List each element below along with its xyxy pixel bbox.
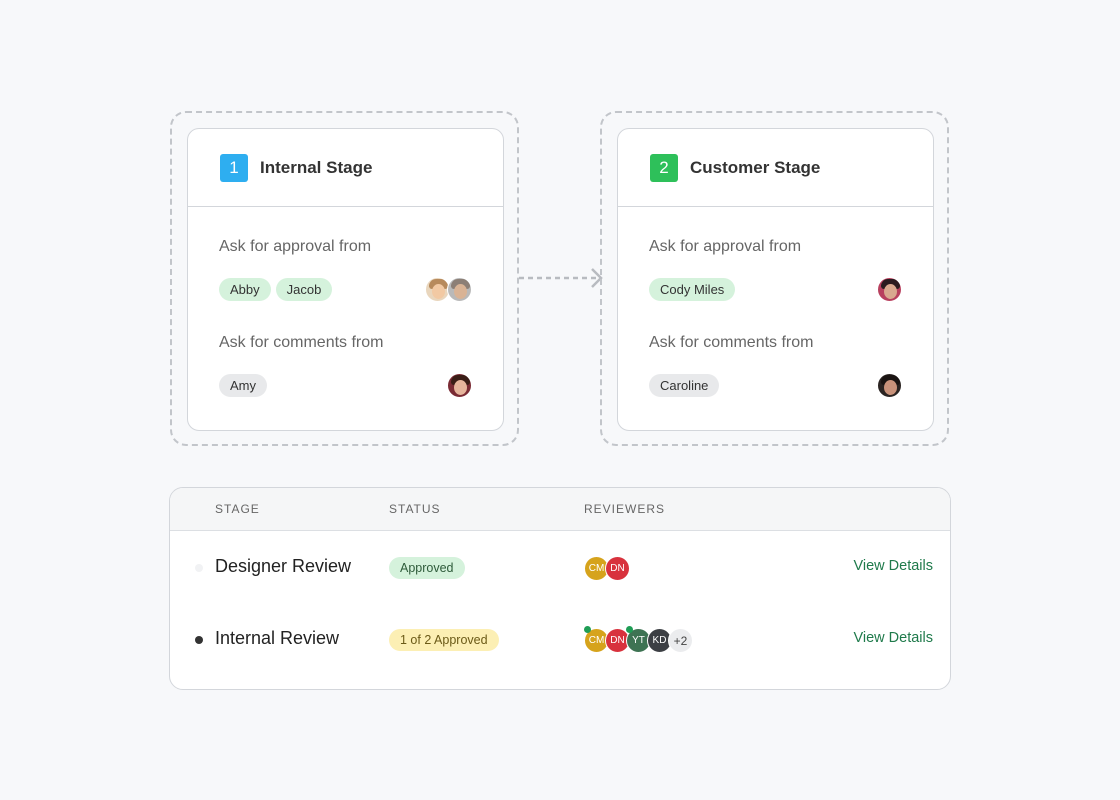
stage-number-badge: 2 [650,153,678,182]
stage-title: Customer Stage [690,157,821,177]
status-badge: Approved [389,557,465,579]
internal-stage-card[interactable]: 1 Internal Stage Ask for approval from A… [187,128,504,431]
comments-label: Ask for comments from [219,334,384,351]
reviewer-avatars: CM DN [584,556,630,581]
commenter-chip[interactable]: Caroline [649,374,720,397]
stage-name: Designer Review [215,556,352,576]
approver-chips: Abby Jacob [219,278,333,301]
internal-stage-dropzone: 1 Internal Stage Ask for approval from A… [170,111,519,446]
approval-label: Ask for approval from [219,238,372,255]
stage-header: 2 Customer Stage [618,129,933,207]
commenter-chips: Caroline [649,374,720,397]
commenter-chips: Amy [219,374,267,397]
row-indicator [195,564,203,572]
table-row[interactable]: Designer Review Approved CM DN View Deta… [170,532,950,604]
column-header-reviewers[interactable]: REVIEWERS [584,502,666,516]
avatar[interactable]: CM [584,556,609,581]
row-indicator [195,636,203,644]
avatar[interactable]: YT [626,626,651,653]
avatar[interactable]: CM [584,626,609,653]
column-header-status[interactable]: STATUS [389,502,441,516]
status-badge: 1 of 2 Approved [389,629,499,651]
approver-avatars [877,277,902,302]
review-stages-table: STAGE STATUS REVIEWERS Designer Review A… [169,487,951,690]
table-row[interactable]: Internal Review 1 of 2 Approved CM DN YT… [170,604,950,676]
avatar[interactable]: DN [605,628,630,653]
stage-number-badge: 1 [220,153,248,182]
approver-chip[interactable]: Cody Miles [649,278,736,301]
approved-dot-icon [584,626,591,633]
approver-avatars [425,277,472,302]
more-reviewers-badge[interactable]: +2 [668,628,693,653]
stage-connector-arrow-icon [519,268,603,288]
approver-chip[interactable]: Jacob [275,278,333,301]
commenter-avatars [877,373,902,398]
avatar[interactable] [877,277,902,302]
avatar[interactable]: DN [605,556,630,581]
commenter-chip[interactable]: Amy [219,374,267,397]
stage-header: 1 Internal Stage [188,129,503,207]
avatar[interactable] [877,373,902,398]
column-header-stage[interactable]: STAGE [215,502,260,516]
avatar[interactable] [447,277,472,302]
reviewer-avatars: CM DN YT KD +2 [584,626,693,653]
commenter-avatars [447,373,472,398]
customer-stage-card[interactable]: 2 Customer Stage Ask for approval from C… [617,128,934,431]
approval-label: Ask for approval from [649,238,802,255]
approver-chips: Cody Miles [649,278,736,301]
avatar[interactable] [447,373,472,398]
view-details-link[interactable]: View Details [853,630,933,646]
customer-stage-dropzone: 2 Customer Stage Ask for approval from C… [600,111,949,446]
avatar[interactable] [425,277,450,302]
comments-label: Ask for comments from [649,334,814,351]
table-header: STAGE STATUS REVIEWERS [170,488,950,531]
stage-name: Internal Review [215,628,340,648]
view-details-link[interactable]: View Details [853,558,933,574]
approved-dot-icon [626,626,633,633]
approver-chip[interactable]: Abby [219,278,271,301]
stage-title: Internal Stage [260,157,373,177]
